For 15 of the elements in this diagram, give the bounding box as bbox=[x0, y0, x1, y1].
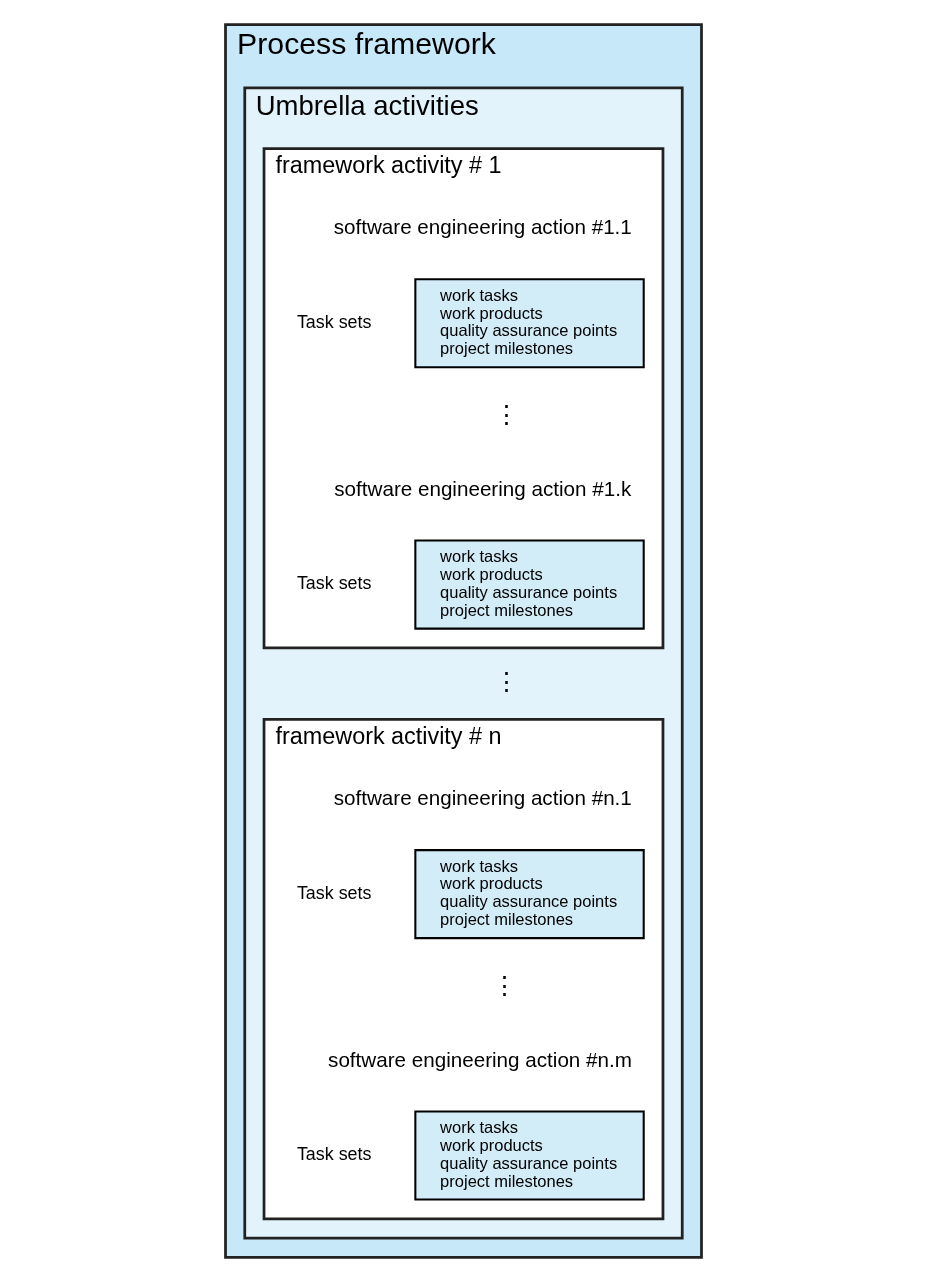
node-label: software engineering action #n.1 bbox=[333, 786, 632, 810]
node-label: Task sets bbox=[296, 882, 371, 903]
node-box: work tasks work products quality assurance points project milestones bbox=[413, 1110, 645, 1201]
node-box: work tasks work products quality assurance points project milestones bbox=[413, 849, 645, 940]
node-label: software engineering action #1.1 bbox=[333, 215, 632, 239]
node-label: software engineering action #1.k bbox=[333, 476, 631, 500]
node-label: software engineering action #n.m bbox=[327, 1047, 632, 1071]
label: ⋮ bbox=[493, 400, 519, 428]
label: ⋮ bbox=[491, 971, 517, 999]
node-box: work tasks work products quality assurance points project milestones bbox=[413, 278, 645, 369]
node-label: Task sets bbox=[296, 311, 371, 332]
node-label: Task sets bbox=[296, 1144, 371, 1165]
label: ⋮ bbox=[493, 667, 519, 695]
node-label: Task sets bbox=[296, 573, 371, 594]
node-box: work tasks work products quality assurance points project milestones bbox=[413, 539, 645, 630]
